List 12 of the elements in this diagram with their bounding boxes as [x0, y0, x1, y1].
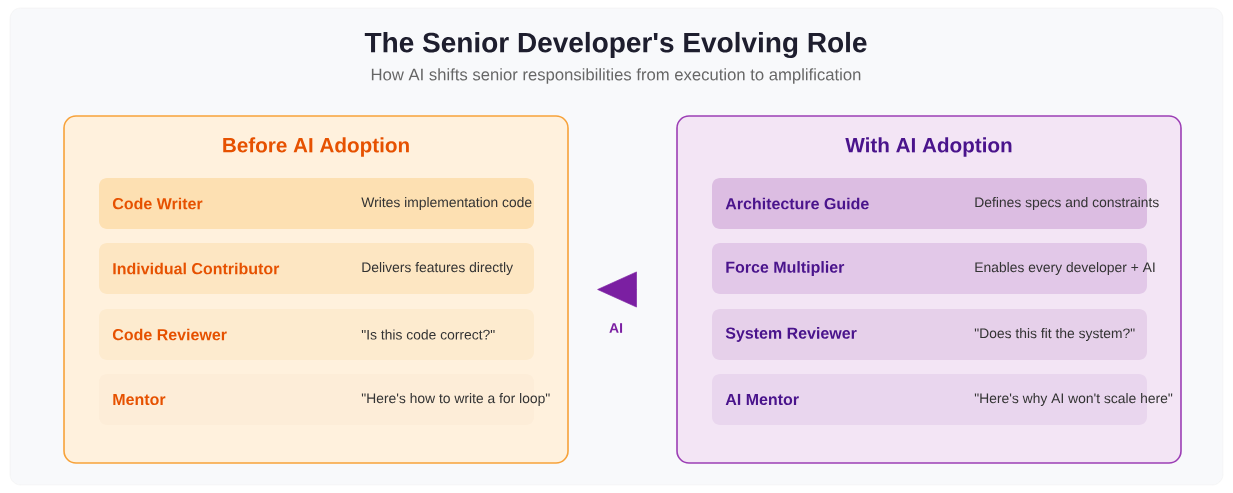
role-row: Code Writer Writes implementation code: [99, 178, 534, 229]
role-row: Architecture Guide Defines specs and constraints: [712, 178, 1159, 229]
subtitle: How AI shifts senior responsibilities from execution to amplification: [371, 68, 861, 84]
arrow: [597, 271, 637, 308]
edge-label: AI: [609, 323, 623, 333]
role-row: AI Mentor "Here's why AI won't scale here": [712, 374, 1173, 425]
role-row: Mentor "Here's how to write a for loop": [99, 374, 550, 425]
role-row: Force Multiplier Enables every developer + AI: [712, 243, 1155, 294]
title: The Senior Developer's Evolving Role: [364, 31, 867, 59]
role-row: Individual Contributor Delivers features directly: [99, 243, 534, 294]
role-row: Code Reviewer "Is this code correct?": [99, 309, 534, 360]
role-row: System Reviewer "Does this fit the system?": [712, 309, 1147, 360]
